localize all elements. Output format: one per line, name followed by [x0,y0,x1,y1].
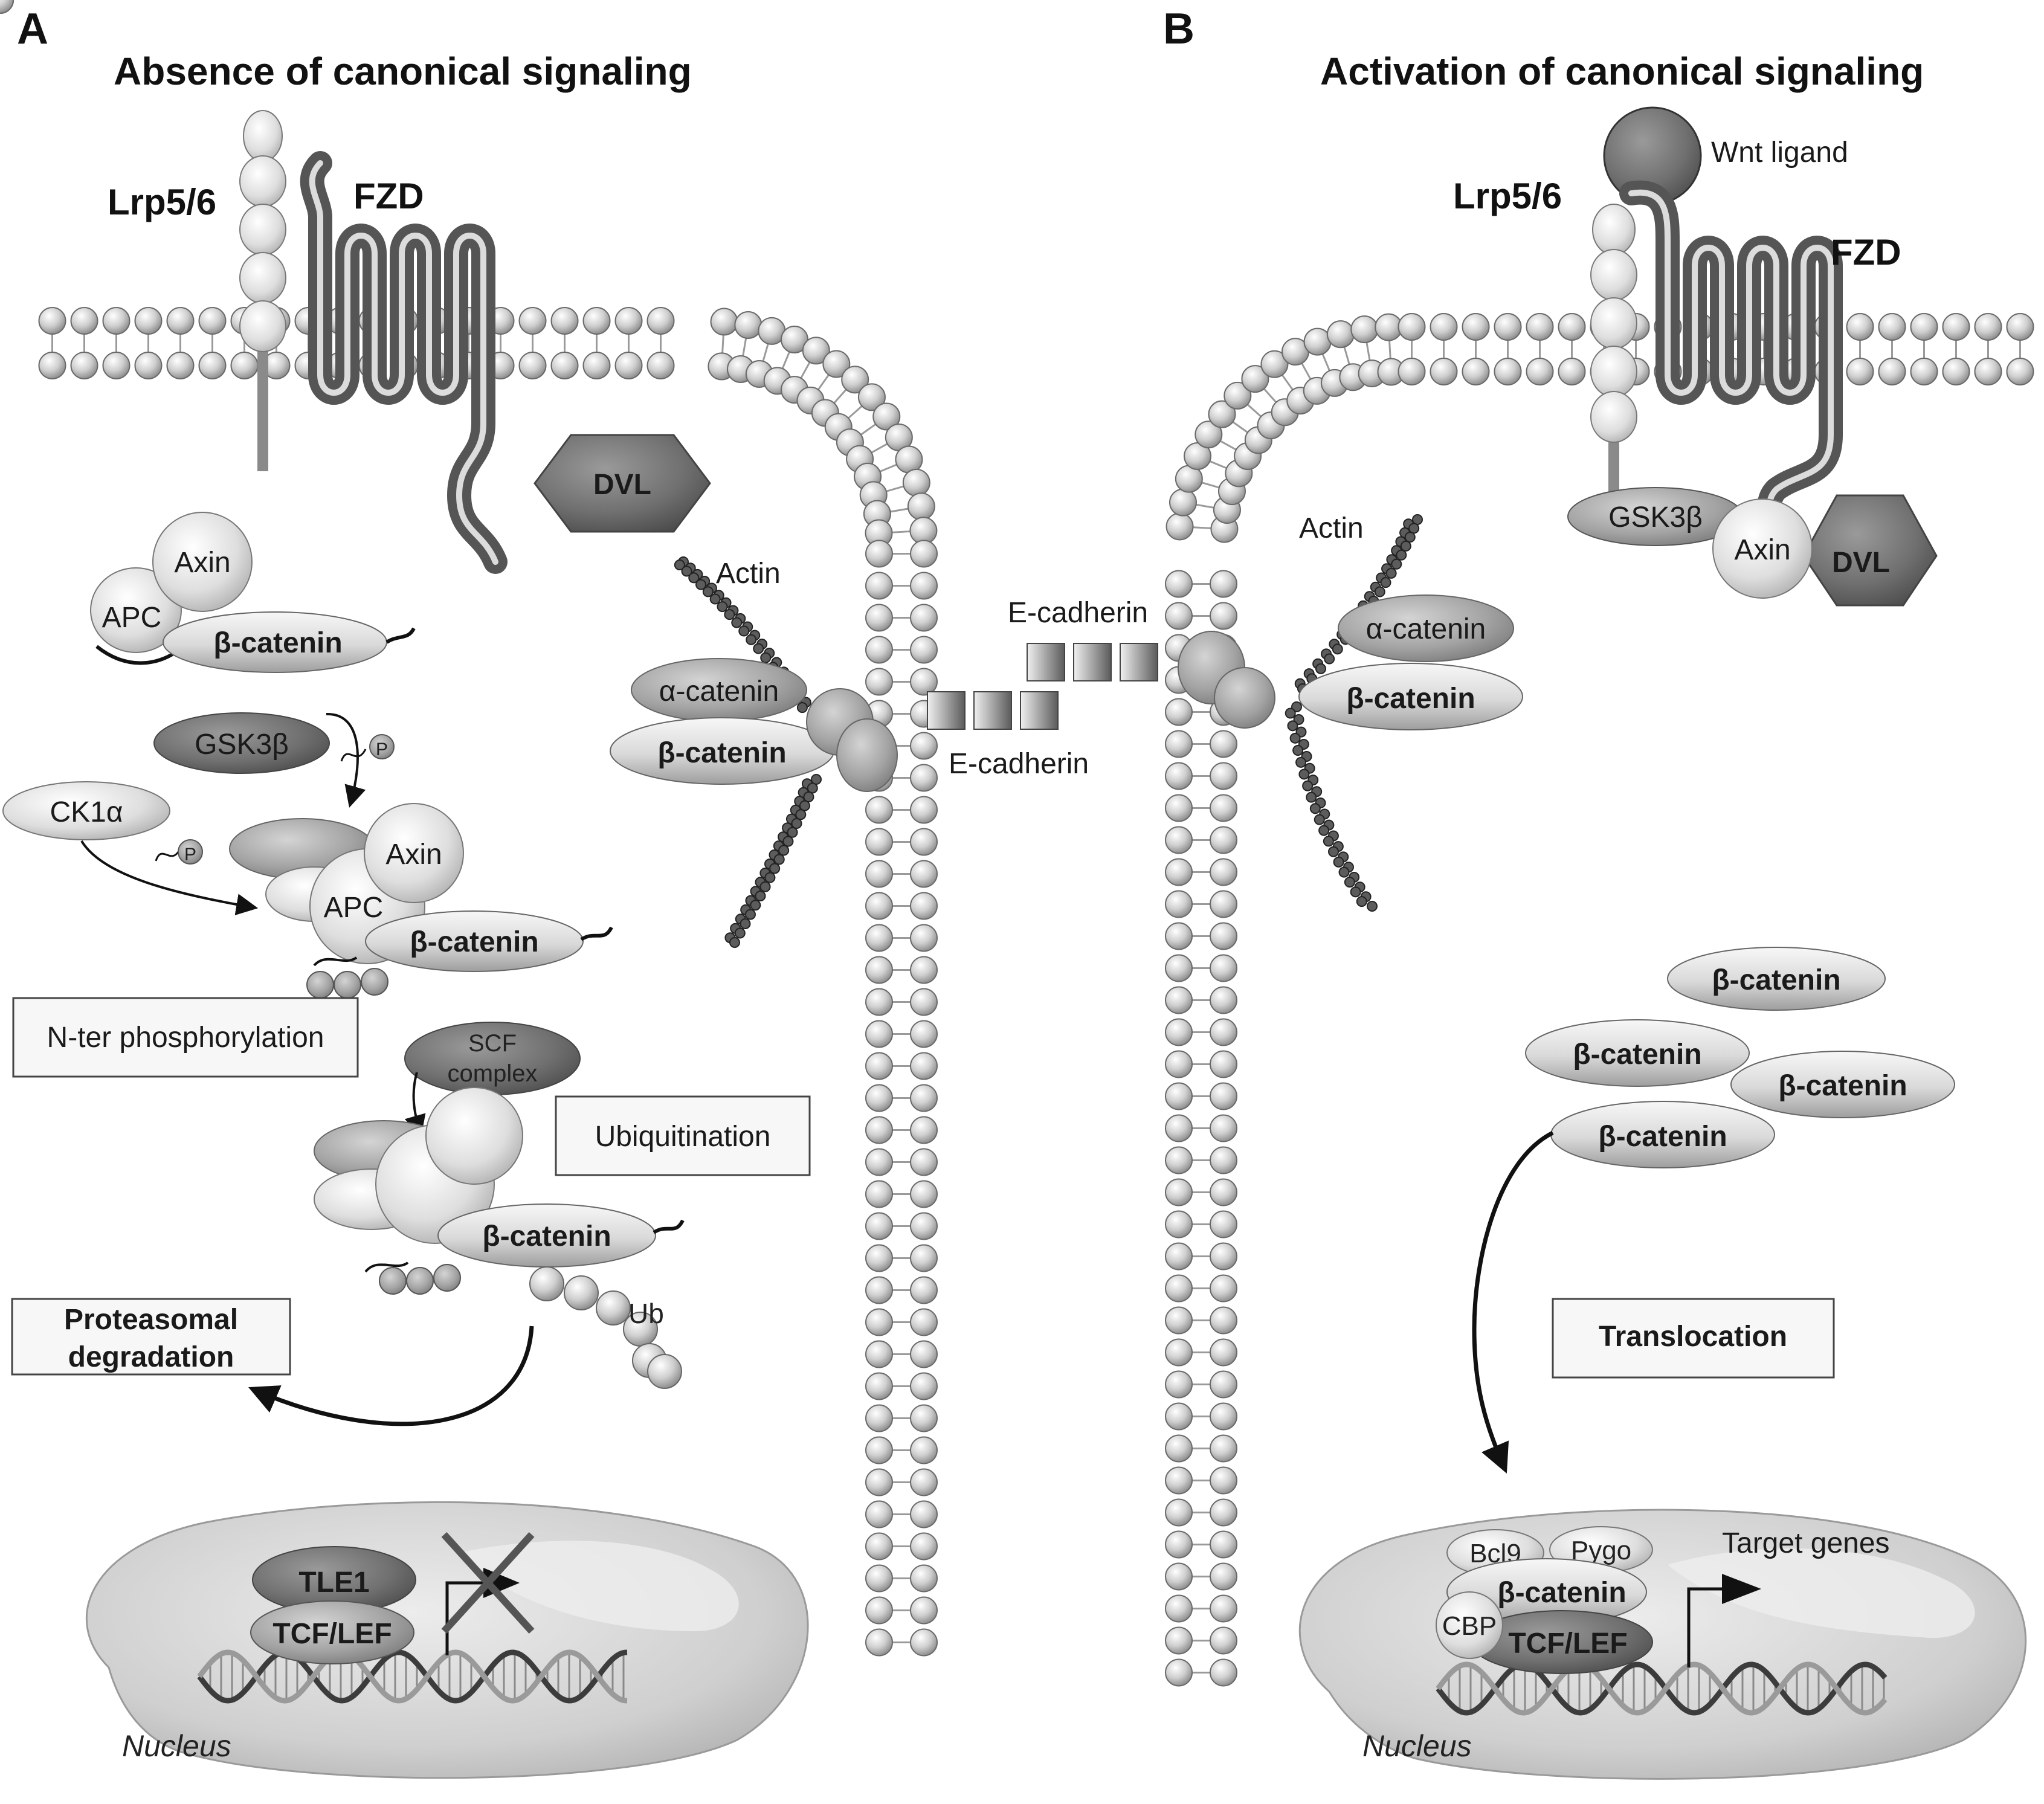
nucleus-label-a: Nucleus [122,1729,231,1763]
dvl-label-b: DVL [1832,547,1890,579]
apc-label-a1: APC [102,602,162,634]
phospho-label-1: P [376,739,388,759]
panel-b-letter: B [1163,5,1194,53]
beta-catenin-junction-b [1298,663,1523,730]
dvl-label-a: DVL [593,469,651,501]
beta-catenin-label-junction-b: β-catenin [1346,683,1475,715]
free-beta-catenin-1 [1667,947,1886,1011]
free-beta-catenin-3 [1730,1051,1955,1118]
degradation-arrow [248,1326,534,1426]
nuclear-beta-catenin-label: β-catenin [1497,1577,1626,1609]
ecadherin-a [927,691,1059,730]
lrp-receptor-a [239,110,286,471]
wnt-ligand-label: Wnt ligand [1711,137,1848,169]
blocked-transcription-x [441,1532,535,1634]
dvl-hexagon-a [534,434,711,533]
cbp [1436,1591,1503,1659]
translocation-arrow [1472,1130,1554,1474]
tcf-lef-a [250,1600,414,1664]
free-beta-catenin-2 [1525,1019,1750,1087]
ubiquitin-chain [529,1266,682,1389]
axin-b [1712,498,1813,599]
promoter-arrowhead-b [1722,1574,1761,1604]
proteasomal-degradation-box [11,1298,291,1376]
phospho-circle-1 [369,734,395,759]
panel-b-title: Activation of canonical signaling [1320,50,1924,93]
fzd-label-b: FZD [1831,232,1901,272]
beta-catenin-label-junction-a: β-catenin [657,737,786,769]
ck1a-a [2,781,170,840]
gsk3b-label-a: GSK3β [195,729,289,761]
ubiquitination-label: Ubiquitination [595,1121,771,1153]
destruction-complex-2 [229,803,613,972]
fzd-label-a: FZD [353,176,424,216]
target-genes-label: Target genes [1722,1527,1890,1559]
ecadherin-b [1027,643,1158,681]
phospho-cluster-1 [306,968,388,999]
proteasomal-label-line2: degradation [68,1341,234,1373]
gsk3b-arrow [326,712,366,808]
tcf-lef-label-b: TCF/LEF [1508,1628,1627,1660]
panel-a-title: Absence of canonical signaling [114,50,692,93]
scf-label-line1: SCF [468,1030,517,1057]
nter-phosphorylation-box [12,997,359,1078]
destruction-complex-1 [90,512,416,673]
apc-label-a2: APC [324,892,384,924]
phospho-circle-2 [178,839,203,865]
free-beta-catenin-label-3: β-catenin [1778,1070,1907,1102]
ub-label: Ub [628,1298,664,1329]
phospho-cluster-2 [379,1264,461,1295]
free-beta-catenin-label-2: β-catenin [1573,1039,1701,1071]
gsk3b-label-b: GSK3β [1608,501,1703,533]
tle1-label: TLE1 [298,1567,369,1599]
panel-b: B Activation of canonical signaling Wnt … [1008,5,2026,1780]
cbp-label: CBP [1442,1611,1497,1641]
beta-catenin-label-a1: β-catenin [213,627,342,659]
ubiquitination-box [555,1095,811,1176]
panel-a: A Absence of canonical signaling Lrp5/6 … [2,5,1089,1779]
destruction-complex-3 [314,1087,685,1273]
ecadherin-label-a: E-cadherin [949,748,1089,780]
axin-label-a2: Axin [385,839,442,871]
actin-label-a: Actin [716,558,781,590]
ck1a-label-a: CK1α [50,796,123,828]
nucleus-label-b: Nucleus [1362,1729,1472,1763]
promoter-arrow-b [1687,1587,1722,1667]
proteasomal-label-line1: Proteasomal [64,1304,238,1336]
scf-label-line2: complex [448,1060,538,1087]
lrp-receptor-b [1590,204,1637,520]
fzd-receptor-b [1619,180,1843,544]
axin-label-a1: Axin [174,547,230,579]
lrp-label-a: Lrp5/6 [108,182,216,222]
tcf-lef-label-a: TCF/LEF [272,1618,392,1650]
alpha-catenin-label-b: α-catenin [1366,613,1486,645]
free-beta-catenin-label-4: β-catenin [1598,1121,1727,1153]
ck1a-arrow [80,840,259,915]
translocation-box [1552,1298,1835,1379]
phospho-tail-1 [340,749,367,762]
beta-catenin-label-a2: β-catenin [410,926,538,958]
axin-label-b: Axin [1734,534,1790,566]
phospho-tail-2 [155,848,181,862]
actin-label-b: Actin [1299,512,1364,544]
ecadherin-label-b: E-cadherin [1008,597,1148,629]
alpha-catenin-b [1338,594,1514,662]
cadherin-anchor-b [1178,631,1275,729]
phospho-label-2: P [184,845,196,865]
fzd-receptor-a [300,151,508,574]
free-beta-catenin-label-1: β-catenin [1712,964,1840,996]
panel-a-letter: A [17,5,48,53]
alpha-catenin-label-a: α-catenin [659,675,779,707]
gsk3b-a [153,712,330,774]
beta-catenin-label-a3: β-catenin [482,1220,611,1252]
translocation-label: Translocation [1599,1321,1787,1353]
nter-phosphorylation-label: N-ter phosphorylation [47,1022,324,1054]
cadherin-anchor-a [806,688,898,792]
lrp-label-b: Lrp5/6 [1453,176,1562,216]
